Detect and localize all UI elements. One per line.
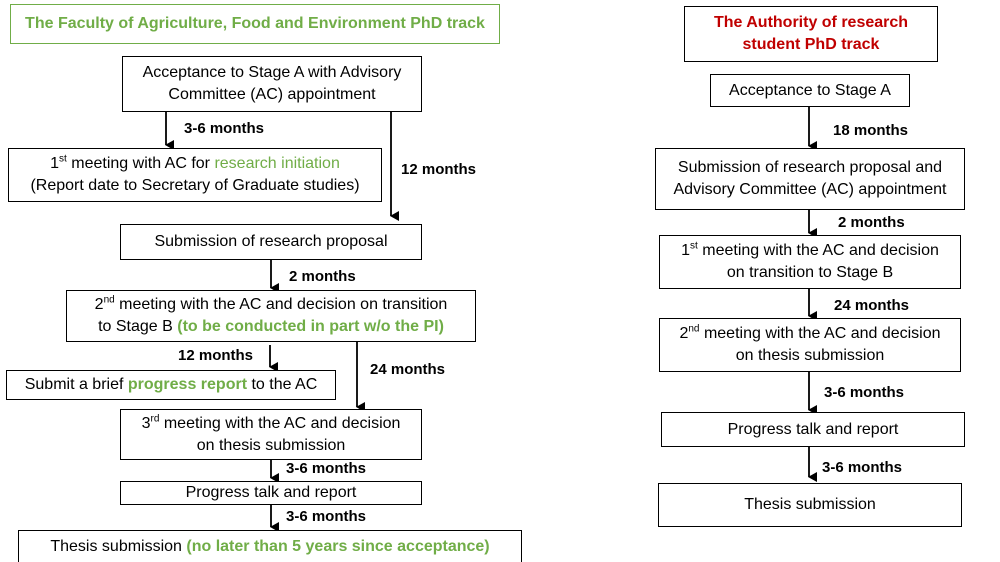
right-proposal-line2: Advisory Committee (AC) appointment	[673, 181, 947, 198]
right-duration-1: 18 months	[833, 122, 909, 139]
left-meeting3-line2: on thesis submission	[196, 436, 346, 454]
left-progress-talk-box: Progress talk and report	[120, 481, 422, 505]
right-meeting2-line1: 2nd meeting with the AC and decision	[679, 323, 941, 342]
left-duration-5: 24 months	[370, 361, 446, 378]
right-meeting1-line2: on transition to Stage B	[726, 264, 894, 281]
right-meeting2-box: 2nd meeting with the AC and decision on …	[659, 318, 961, 372]
left-meeting2-line2: to Stage B (to be conducted in part w/o …	[98, 318, 444, 335]
left-progress-report-text: Submit a brief progress report to the AC	[24, 376, 318, 393]
right-duration-3: 24 months	[834, 297, 910, 314]
right-thesis-text: Thesis submission	[744, 496, 876, 513]
right-acceptance-box: Acceptance to Stage A	[710, 74, 910, 107]
left-meeting2-line1: 2nd meeting with the AC and decision on …	[94, 294, 448, 313]
right-duration-4: 3-6 months	[824, 384, 905, 401]
left-acceptance-line1: Acceptance to Stage A with Advisory	[142, 64, 402, 81]
left-acceptance-box: Acceptance to Stage A with Advisory Comm…	[122, 56, 422, 112]
right-acceptance-text: Acceptance to Stage A	[729, 81, 891, 99]
right-duration-2: 2 months	[838, 214, 905, 231]
left-duration-1: 3-6 months	[184, 120, 265, 137]
left-meeting2-box: 2nd meeting with the AC and decision on …	[66, 290, 476, 342]
right-progress-talk-text: Progress talk and report	[727, 420, 899, 438]
right-proposal-line1: Submission of research proposal and	[677, 159, 943, 176]
left-acceptance-line2: Committee (AC) appointment	[168, 86, 376, 103]
left-duration-4: 12 months	[178, 347, 254, 364]
left-meeting3-line1: 3rd meeting with the AC and decision	[141, 413, 401, 432]
left-proposal-box: Submission of research proposal	[120, 224, 422, 260]
left-meeting1-line2: (Report date to Secretary of Graduate st…	[30, 177, 360, 194]
left-thesis-text: Thesis submission (no later than 5 years…	[50, 537, 490, 555]
left-meeting1-line1: 1st meeting with AC for research initiat…	[50, 153, 340, 172]
left-progress-report-box: Submit a brief progress report to the AC	[6, 370, 336, 400]
right-meeting2-line2: on thesis submission	[735, 347, 885, 364]
left-meeting3-box: 3rd meeting with the AC and decision on …	[120, 409, 422, 460]
left-progress-talk-text: Progress talk and report	[185, 484, 357, 501]
without-pi-highlight: (to be conducted in part w/o the PI)	[177, 318, 444, 335]
left-duration-7: 3-6 months	[286, 508, 367, 525]
left-thesis-box: Thesis submission (no later than 5 years…	[18, 530, 522, 562]
right-thesis-box: Thesis submission	[658, 483, 962, 527]
left-meeting1-box: 1st meeting with AC for research initiat…	[8, 148, 382, 202]
right-meeting1-line1: 1st meeting with the AC and decision	[681, 240, 939, 259]
left-duration-2: 12 months	[401, 161, 477, 178]
right-track-title: The Authority of research student PhD tr…	[684, 6, 938, 62]
five-years-highlight: (no later than 5 years since acceptance)	[186, 537, 490, 555]
right-meeting1-box: 1st meeting with the AC and decision on …	[659, 235, 961, 289]
research-initiation-highlight: research initiation	[214, 155, 340, 172]
left-duration-3: 2 months	[289, 268, 356, 285]
right-duration-5: 3-6 months	[822, 459, 903, 476]
left-track-title-text: The Faculty of Agriculture, Food and Env…	[25, 15, 485, 32]
left-proposal-text: Submission of research proposal	[154, 233, 388, 250]
right-progress-talk-box: Progress talk and report	[661, 412, 965, 447]
progress-report-highlight: progress report	[127, 376, 248, 393]
right-track-title-line1: The Authority of research	[713, 14, 909, 31]
left-track-title: The Faculty of Agriculture, Food and Env…	[10, 4, 500, 44]
right-proposal-box: Submission of research proposal and Advi…	[655, 148, 965, 210]
left-duration-6: 3-6 months	[286, 460, 367, 477]
right-track-title-line2: student PhD track	[742, 36, 880, 53]
